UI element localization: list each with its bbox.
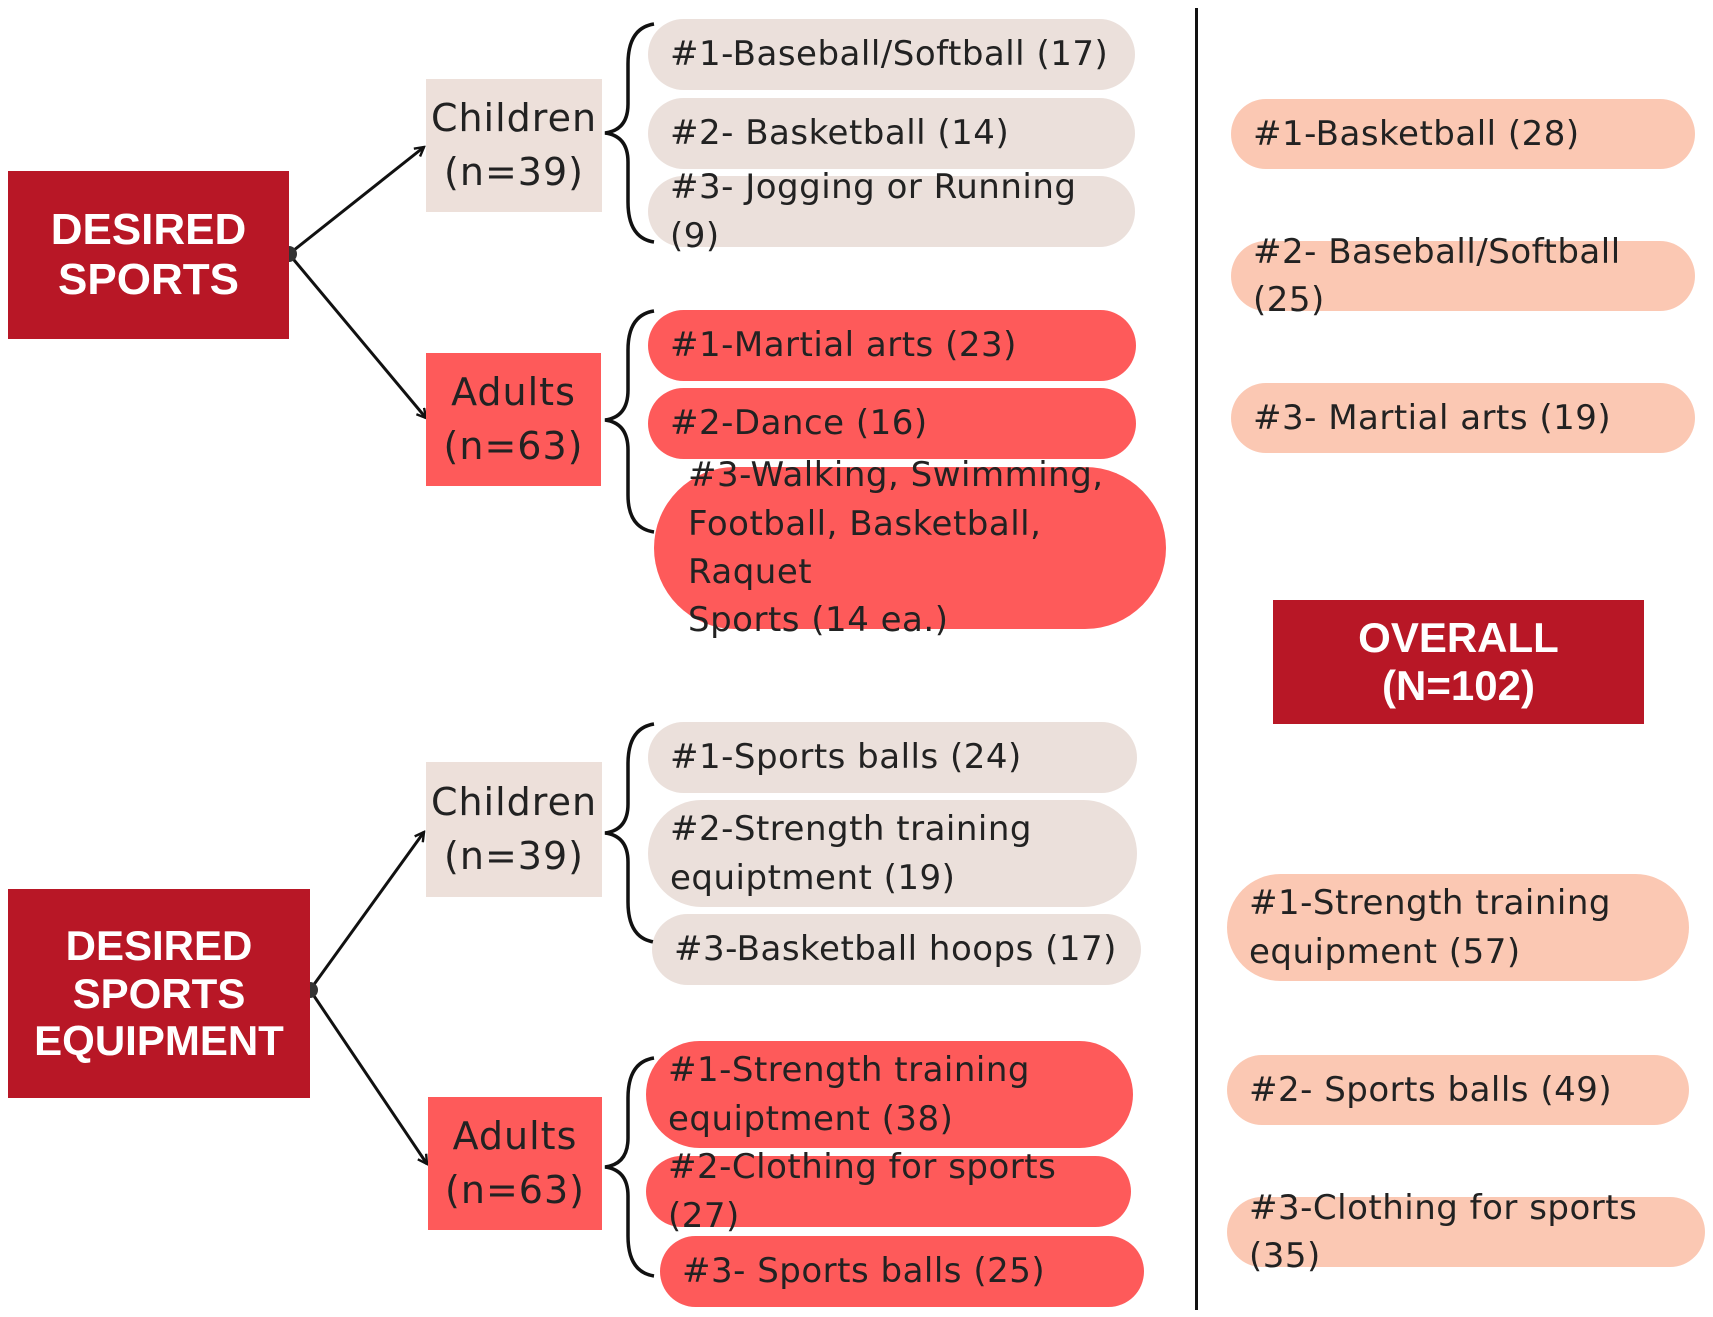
- item-label: #1-Martial arts (23): [670, 325, 1017, 366]
- desired-equipment-title-line: SPORTS: [72, 969, 246, 1017]
- list-item: #2- Baseball/Softball (25): [1231, 232, 1695, 320]
- brace-equipment-adults: [604, 1056, 655, 1278]
- list-item: #1-Martial arts (23): [648, 310, 1136, 381]
- list-item: #3- Sports balls (25): [660, 1236, 1144, 1307]
- brace-sports-children: [604, 22, 655, 244]
- item-label: #2-Clothing for sports (27): [668, 1147, 1057, 1236]
- item-label: #1-Sports balls (24): [670, 737, 1022, 778]
- list-item: #2-Strength training equiptment (19): [648, 800, 1137, 907]
- overall-box: OVERALL (N=102): [1273, 600, 1644, 724]
- overall-title-line: OVERALL: [1358, 614, 1559, 662]
- item-label-line: #1-Strength training: [1249, 883, 1611, 924]
- list-item: #3- Jogging or Running (9): [648, 167, 1135, 256]
- group-count: (n=39): [444, 149, 584, 194]
- item-label: #3- Martial arts (19): [1253, 397, 1612, 438]
- list-item: #1-Baseball/Softball (17): [648, 19, 1135, 90]
- list-item: #2- Basketball (14): [648, 98, 1135, 169]
- arrow-equipment-to-adults: [308, 989, 427, 1164]
- desired-sports-box: DESIRED SPORTS: [8, 171, 289, 339]
- item-label: #3- Jogging or Running (9): [670, 167, 1077, 256]
- list-item: #3-Walking, Swimming, Football, Basketba…: [654, 455, 1166, 640]
- group-label: Adults: [451, 369, 576, 414]
- item-label: #3- Sports balls (25): [682, 1251, 1046, 1292]
- item-label: #2-Dance (16): [670, 403, 928, 444]
- item-label-line: #2-Strength training: [670, 809, 1032, 850]
- group-count: (n=63): [443, 423, 584, 468]
- list-item: #1-Sports balls (24): [648, 722, 1137, 793]
- item-label-line: Football, Basketball, Raquet: [688, 503, 1042, 592]
- arrow-sports-to-adults: [287, 253, 426, 418]
- list-item: #1-Basketball (28): [1231, 99, 1695, 169]
- item-label: #3-Clothing for sports (35): [1249, 1187, 1638, 1276]
- desired-sports-title-line: DESIRED: [50, 204, 247, 254]
- equipment-children-group: Children (n=39): [426, 762, 602, 897]
- desired-sports-title-line: SPORTS: [58, 255, 239, 304]
- group-label: Adults: [452, 1113, 578, 1158]
- item-label-line: equipment (57): [1249, 931, 1521, 972]
- sports-adults-group: Adults (n=63): [426, 353, 601, 486]
- brace-sports-adults: [604, 309, 655, 534]
- equipment-adults-group: Adults (n=63): [428, 1097, 602, 1230]
- list-item: #2-Clothing for sports (27): [646, 1147, 1131, 1236]
- desired-equipment-title-line: EQUIPMENT: [34, 1017, 284, 1065]
- arrow-equipment-to-children: [308, 832, 424, 991]
- item-label-line: equiptment (38): [668, 1098, 954, 1139]
- brace-equipment-children: [604, 722, 655, 944]
- overall-title-line: (N=102): [1382, 662, 1535, 709]
- list-item: #3-Basketball hoops (17): [652, 914, 1141, 985]
- list-item: #3-Clothing for sports (35): [1227, 1188, 1705, 1276]
- group-label: Children: [430, 779, 598, 824]
- desired-equipment-title-line: DESIRED: [65, 921, 253, 969]
- item-label-line: #1-Strength training: [668, 1050, 1030, 1091]
- list-item: #1-Strength training equiptment (38): [646, 1041, 1133, 1148]
- item-label: #1-Baseball/Softball (17): [670, 34, 1109, 75]
- list-item: #1-Strength training equipment (57): [1227, 874, 1689, 981]
- list-item: #3- Martial arts (19): [1231, 383, 1695, 453]
- sports-children-group: Children (n=39): [426, 79, 602, 212]
- group-label: Children: [430, 95, 598, 140]
- item-label-line: equiptment (19): [670, 857, 956, 898]
- item-label-line: #3-Walking, Swimming,: [688, 455, 1104, 496]
- group-count: (n=39): [444, 833, 584, 878]
- group-count: (n=63): [445, 1167, 585, 1212]
- item-label: #2- Sports balls (49): [1249, 1069, 1613, 1110]
- list-item: #2- Sports balls (49): [1227, 1055, 1689, 1125]
- item-label-line: Sports (14 ea.): [688, 600, 949, 641]
- item-label: #3-Basketball hoops (17): [674, 929, 1117, 970]
- item-label: #1-Basketball (28): [1253, 113, 1580, 154]
- vertical-divider: [1195, 8, 1198, 1310]
- item-label: #2- Baseball/Softball (25): [1253, 231, 1621, 320]
- desired-equipment-box: DESIRED SPORTS EQUIPMENT: [8, 889, 310, 1098]
- item-label: #2- Basketball (14): [670, 113, 1010, 154]
- arrow-sports-to-children: [288, 147, 424, 256]
- list-item: #2-Dance (16): [648, 388, 1136, 459]
